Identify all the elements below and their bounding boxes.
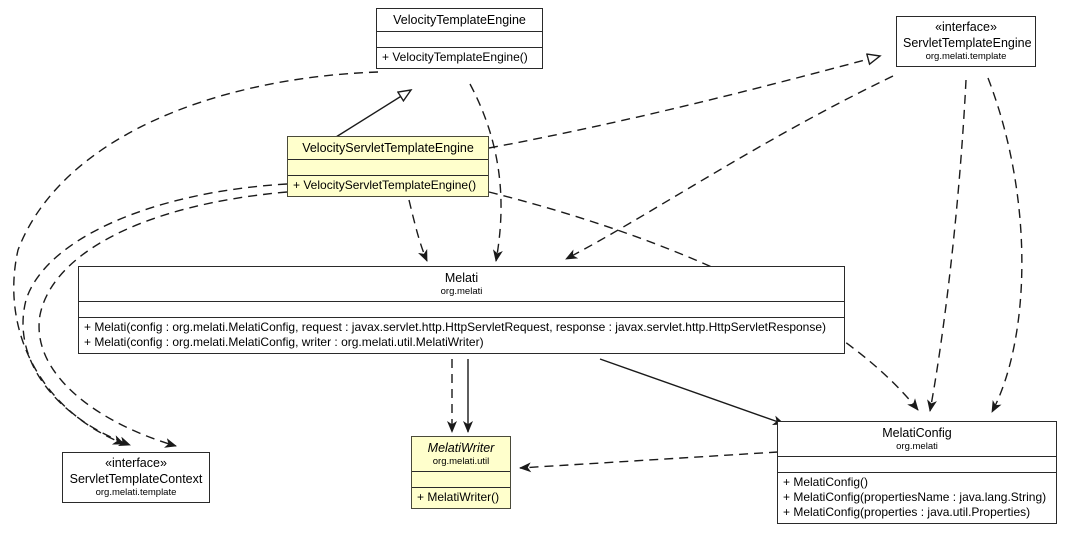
stereotype-label: «interface» (105, 456, 167, 470)
package-label: org.melati.template (925, 51, 1007, 62)
package-label: org.melati (896, 441, 938, 452)
edge-dep-vte-stc (13, 71, 379, 445)
operation: + MelatiConfig(properties : java.util.Pr… (783, 505, 1031, 519)
operations-compartment: + VelocityServletTemplateEngine() (288, 176, 488, 196)
class-header: MelatiConfig org.melati (778, 422, 1056, 457)
operation: + MelatiConfig() (783, 475, 869, 489)
edge-dep-ste-melati (565, 75, 894, 260)
class-header: MelatiWriter org.melati.util (412, 437, 510, 472)
package-label: org.melati.template (95, 487, 177, 498)
attributes-compartment (79, 302, 844, 318)
class-name: ServletTemplateEngine (903, 36, 1032, 50)
class-header: «interface» ServletTemplateEngine org.me… (897, 17, 1035, 66)
attributes-compartment (377, 32, 542, 48)
class-header: «interface» ServletTemplateContext org.m… (63, 453, 209, 502)
class-node-servlet-template-context[interactable]: «interface» ServletTemplateContext org.m… (62, 452, 210, 503)
attributes-compartment (288, 160, 488, 176)
edge-dep-vste-melati (408, 199, 428, 262)
operations-compartment: + Melati(config : org.melati.MelatiConfi… (79, 318, 844, 353)
class-node-velocity-servlet-template-engine[interactable]: VelocityServletTemplateEngine + Velocity… (287, 136, 489, 197)
class-header: Melati org.melati (79, 267, 844, 302)
edge-dep-vte-melaticonfig (987, 77, 1023, 413)
class-node-melati[interactable]: Melati org.melati + Melati(config : org.… (78, 266, 845, 354)
class-name: MelatiConfig (882, 426, 952, 440)
operations-compartment: + MelatiWriter() (412, 488, 510, 508)
package-label: org.melati (440, 286, 483, 297)
operation: + MelatiConfig(propertiesName : java.lan… (783, 490, 1047, 504)
edge-assoc-melati-melaticonfig (599, 358, 785, 426)
edge-generalization-vste-vte (335, 90, 411, 138)
operation: + VelocityTemplateEngine() (382, 50, 528, 64)
operations-compartment: + MelatiConfig() + MelatiConfig(properti… (778, 473, 1056, 523)
class-name: ServletTemplateContext (69, 472, 203, 486)
class-node-melati-config[interactable]: MelatiConfig org.melati + MelatiConfig()… (777, 421, 1057, 524)
attributes-compartment (778, 457, 1056, 473)
operation: + VelocityServletTemplateEngine() (293, 178, 477, 192)
class-header: VelocityServletTemplateEngine (288, 137, 488, 160)
class-node-servlet-template-engine[interactable]: «interface» ServletTemplateEngine org.me… (896, 16, 1036, 67)
class-node-velocity-template-engine[interactable]: VelocityTemplateEngine + VelocityTemplat… (376, 8, 543, 69)
operations-compartment: + VelocityTemplateEngine() (377, 48, 542, 68)
stereotype-label: «interface» (935, 20, 997, 34)
class-node-melati-writer[interactable]: MelatiWriter org.melati.util + MelatiWri… (411, 436, 511, 509)
attributes-compartment (412, 472, 510, 488)
class-header: VelocityTemplateEngine (377, 9, 542, 32)
package-label: org.melati.util (432, 456, 490, 467)
operation: + Melati(config : org.melati.MelatiConfi… (84, 320, 827, 334)
class-name: VelocityServletTemplateEngine (302, 141, 474, 155)
operation: + MelatiWriter() (417, 490, 500, 504)
operation: + Melati(config : org.melati.MelatiConfi… (84, 335, 484, 349)
class-name: VelocityTemplateEngine (393, 13, 526, 27)
class-name: MelatiWriter (427, 441, 495, 455)
edge-realization-vste-ste (488, 56, 880, 149)
class-name: Melati (444, 271, 479, 285)
edge-dep-ste-melaticonfig (927, 79, 967, 412)
edge-dep-melaticonfig-melatiwriter (519, 451, 779, 473)
